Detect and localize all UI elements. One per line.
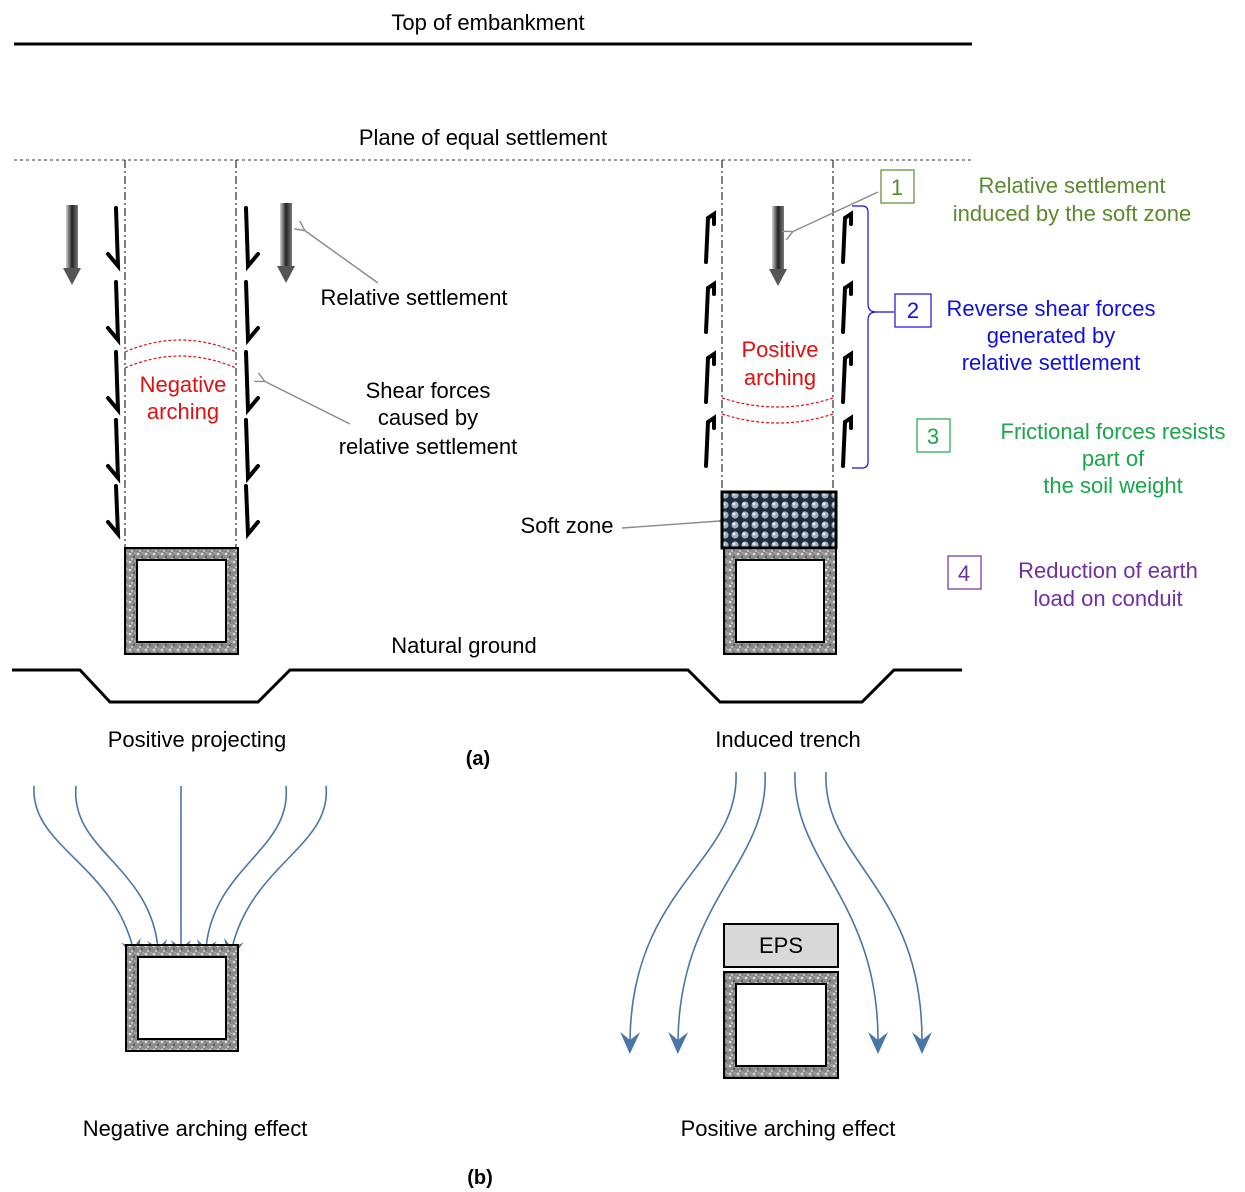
settlement-arrow-left-right xyxy=(277,203,295,283)
culvert-negative-effect xyxy=(125,944,239,1052)
culvert-positive-projecting xyxy=(124,547,239,655)
step-2-line-1: Reverse shear forces xyxy=(946,296,1155,321)
step-1-number: 1 xyxy=(891,175,903,200)
shear-bracket xyxy=(852,205,894,469)
step-2-number: 2 xyxy=(907,298,919,323)
step-2-line-2: generated by xyxy=(987,323,1115,348)
part-a-label: (a) xyxy=(466,748,490,770)
shear-forces-label-1: Shear forces xyxy=(366,378,491,403)
step-1-line-2: induced by the soft zone xyxy=(953,201,1192,226)
callout-pointers xyxy=(264,191,879,529)
eps-label: EPS xyxy=(759,933,803,958)
negative-arching-flows xyxy=(33,785,327,962)
induced-trench-label: Induced trench xyxy=(715,727,861,752)
negative-arching-label-2: arching xyxy=(147,399,219,424)
step-1-badge xyxy=(880,169,915,204)
soft-zone-block xyxy=(720,490,838,550)
step-3-line-1: Frictional forces resists xyxy=(1001,419,1226,444)
step-2-line-3: relative settlement xyxy=(962,350,1141,375)
step-3-number: 3 xyxy=(927,424,939,449)
downward-shear-marks xyxy=(106,206,260,540)
negative-arching-curves xyxy=(124,339,237,369)
eps-block: EPS xyxy=(723,923,839,968)
shear-forces-label-2: caused by xyxy=(378,405,478,430)
positive-arching-curves xyxy=(721,397,834,424)
step-4-line-1: Reduction of earth xyxy=(1018,558,1198,583)
shear-forces-label-3: relative settlement xyxy=(339,434,518,459)
relative-settlement-label: Relative settlement xyxy=(320,285,507,310)
upward-shear-marks xyxy=(704,210,853,468)
step-3-line-2: part of xyxy=(1082,446,1145,471)
top-embankment-label: Top of embankment xyxy=(391,10,584,35)
positive-projecting-label: Positive projecting xyxy=(108,727,287,752)
negative-effect-label: Negative arching effect xyxy=(83,1116,308,1141)
step-2-badge xyxy=(894,293,932,328)
prism-boundaries xyxy=(124,160,834,548)
plane-equal-settlement-label: Plane of equal settlement xyxy=(359,125,607,150)
step-4-number: 4 xyxy=(958,561,970,586)
positive-arching-flows xyxy=(620,771,932,1054)
part-b-label: (b) xyxy=(467,1167,493,1189)
step-4-badge xyxy=(947,555,982,590)
settlement-arrow-left-outer xyxy=(63,205,81,285)
settlement-arrow-induced xyxy=(769,206,787,286)
culvert-positive-effect xyxy=(723,971,839,1079)
culvert-induced-trench xyxy=(723,547,837,655)
positive-arching-label-2: arching xyxy=(744,365,816,390)
step-4-line-2: load on conduit xyxy=(1033,586,1182,611)
positive-effect-label: Positive arching effect xyxy=(681,1116,896,1141)
negative-arching-label-1: Negative xyxy=(140,372,227,397)
natural-ground-label: Natural ground xyxy=(391,633,537,658)
step-1-line-1: Relative settlement xyxy=(978,173,1165,198)
positive-arching-label-1: Positive xyxy=(741,337,818,362)
step-3-badge xyxy=(916,418,951,453)
natural-ground-line xyxy=(12,668,962,704)
step-1: 1 Relative settlement induced by the sof… xyxy=(880,169,1192,226)
step-3: 3 Frictional forces resists part of the … xyxy=(916,418,1226,498)
soft-zone-label: Soft zone xyxy=(521,513,614,538)
step-4: 4 Reduction of earth load on conduit xyxy=(947,555,1198,611)
step-2: 2 Reverse shear forces generated by rela… xyxy=(894,293,1156,375)
step-3-line-3: the soil weight xyxy=(1043,473,1182,498)
